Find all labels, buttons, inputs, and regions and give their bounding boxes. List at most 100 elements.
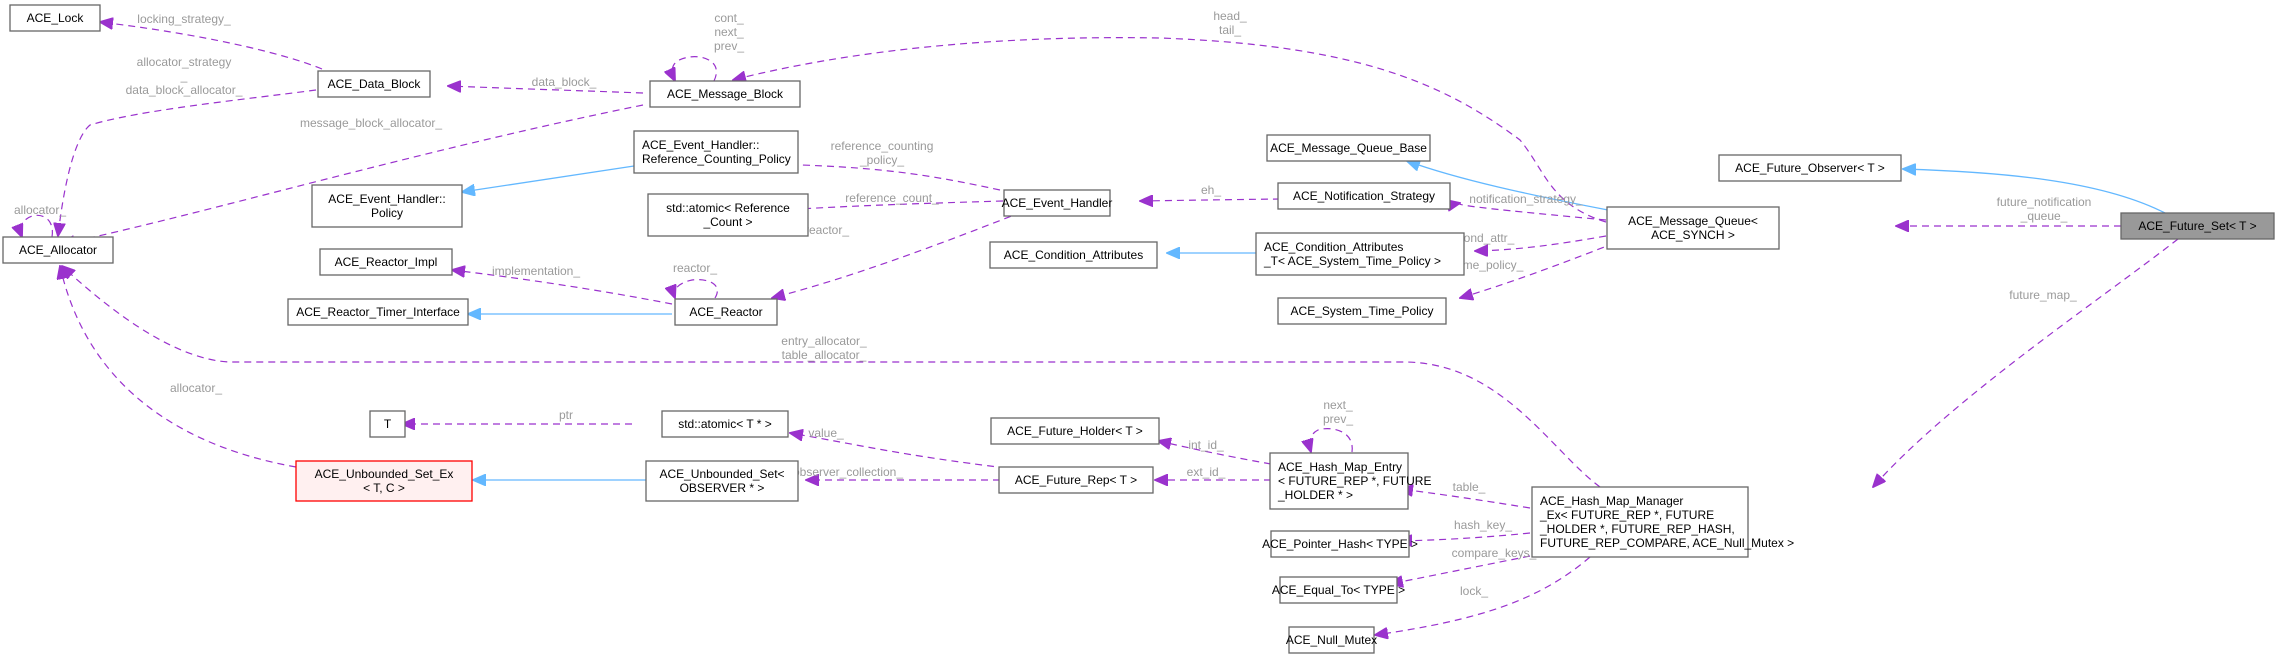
edge-label-lock: lock_	[1460, 584, 1488, 598]
edge-label-hash-entry-self: next_	[1323, 398, 1353, 412]
node-ace-hash-map-entry[interactable]: ACE_Hash_Map_Entry< FUTURE_REP *, FUTURE…	[1269, 452, 1431, 510]
node-box[interactable]	[661, 410, 789, 438]
node-box[interactable]	[649, 80, 801, 108]
node-ace-null-mutex[interactable]: ACE_Null_Mutex	[1286, 626, 1377, 654]
node-ace-allocator[interactable]: ACE_Allocator	[2, 236, 114, 264]
edge-label-ext-id: ext_id_	[1187, 465, 1226, 479]
edge-label-value: value_	[808, 426, 844, 440]
edge-lock	[1375, 556, 1591, 635]
edge-inherit-future-observer	[1903, 169, 2166, 214]
node-box[interactable]	[989, 241, 1158, 269]
node-ace-future-set[interactable]: ACE_Future_Set< T >	[2120, 212, 2275, 240]
node-box[interactable]	[1255, 232, 1465, 276]
edge-locking-strategy	[100, 22, 323, 70]
node-box[interactable]	[998, 466, 1154, 494]
node-ace-eh-policy[interactable]: ACE_Event_Handler::Policy	[311, 184, 463, 228]
node-ace-message-queue-base[interactable]: ACE_Message_Queue_Base	[1266, 134, 1431, 162]
node-ace-future-observer[interactable]: ACE_Future_Observer< T >	[1718, 154, 1902, 182]
edge-label-allocator-unbounded: allocator_	[170, 381, 222, 395]
node-ace-data-block[interactable]: ACE_Data_Block	[317, 70, 431, 98]
edge-reactor-from-eh	[772, 211, 1023, 298]
node-label: std::atomic< Reference	[666, 201, 790, 215]
edge-cond-attr	[1475, 235, 1607, 251]
node-box[interactable]	[633, 130, 799, 174]
node-box[interactable]	[2, 236, 114, 264]
node-box[interactable]	[990, 417, 1160, 445]
node-box[interactable]	[1269, 452, 1409, 510]
edge-label-allocator-strategy: data_block_allocator_	[126, 83, 243, 97]
edge-message-block-allocator	[62, 104, 644, 244]
node-box[interactable]	[1718, 154, 1902, 182]
node-box[interactable]	[9, 4, 101, 32]
node-label: ACE_Future_Observer< T >	[1735, 161, 1885, 175]
node-label: Reference_Counting_Policy	[642, 152, 791, 166]
node-box[interactable]	[1277, 297, 1447, 325]
node-box[interactable]	[369, 410, 406, 438]
node-label: _HOLDER *, FUTURE_REP_HASH,	[1539, 522, 1735, 536]
node-ace-future-holder[interactable]: ACE_Future_Holder< T >	[990, 417, 1160, 445]
node-box[interactable]	[1531, 486, 1749, 558]
edge-label-allocator-strategy: _	[180, 69, 188, 83]
node-label: ACE_Reactor_Impl	[335, 255, 438, 269]
edge-label-allocator-strategy: allocator_strategy	[137, 55, 232, 69]
node-ace-condition-attributes-t[interactable]: ACE_Condition_Attributes_T< ACE_System_T…	[1255, 232, 1465, 276]
node-box[interactable]	[1277, 182, 1451, 210]
node-box[interactable]	[319, 248, 453, 276]
node-label: _HOLDER * >	[1277, 488, 1353, 502]
node-ace-hash-map-manager[interactable]: ACE_Hash_Map_Manager_Ex< FUTURE_REP *, F…	[1531, 486, 1794, 558]
edge-eh	[1140, 199, 1281, 201]
node-ace-lock[interactable]: ACE_Lock	[9, 4, 101, 32]
edge-data-block	[448, 86, 644, 94]
node-label: ACE_Lock	[27, 11, 85, 25]
edge-label-future-notification-queue: _queue_	[2020, 209, 2068, 223]
node-box[interactable]	[1279, 576, 1398, 604]
node-ace-unbounded-set-observer[interactable]: ACE_Unbounded_Set<OBSERVER * >	[645, 460, 799, 502]
node-ace-reactor-timer-interface[interactable]: ACE_Reactor_Timer_Interface	[287, 298, 469, 326]
node-box[interactable]	[1270, 530, 1410, 558]
node-ace-system-time-policy[interactable]: ACE_System_Time_Policy	[1277, 297, 1447, 325]
node-box[interactable]	[1266, 134, 1431, 162]
node-t[interactable]: T	[369, 410, 406, 438]
node-label: ACE_Message_Queue<	[1628, 214, 1758, 228]
node-box[interactable]	[1288, 626, 1375, 654]
node-box[interactable]	[317, 70, 431, 98]
edge-label-int-id: int_id_	[1188, 438, 1224, 452]
node-label: ACE_Message_Block	[667, 87, 784, 101]
node-ace-eh-refcount-policy[interactable]: ACE_Event_Handler::Reference_Counting_Po…	[633, 130, 799, 174]
node-ace-equal-to[interactable]: ACE_Equal_To< TYPE >	[1272, 576, 1405, 604]
edge-label-message-block-allocator: message_block_allocator_	[300, 116, 442, 130]
node-box[interactable]	[295, 460, 473, 502]
edge-label-hash-key: hash_key_	[1454, 518, 1512, 532]
edge-label-future-map: future_map_	[2009, 288, 2077, 302]
node-ace-event-handler[interactable]: ACE_Event_Handler	[1002, 189, 1113, 217]
node-ace-reactor-impl[interactable]: ACE_Reactor_Impl	[319, 248, 453, 276]
node-box[interactable]	[311, 184, 463, 228]
node-ace-unbounded-set-ex[interactable]: ACE_Unbounded_Set_Ex< T, C >	[295, 460, 473, 502]
node-ace-future-rep[interactable]: ACE_Future_Rep< T >	[998, 466, 1154, 494]
node-box[interactable]	[1003, 189, 1111, 217]
node-ace-message-block[interactable]: ACE_Message_Block	[649, 80, 801, 108]
edge-allocator-unbounded	[60, 266, 297, 468]
node-box[interactable]	[645, 460, 799, 502]
node-ace-pointer-hash[interactable]: ACE_Pointer_Hash< TYPE >	[1262, 530, 1418, 558]
node-label: ACE_Message_Queue_Base	[1270, 141, 1427, 155]
node-ace-reactor[interactable]: ACE_Reactor	[674, 298, 778, 326]
edge-label-reference-counting-policy: reference_counting	[831, 139, 934, 153]
node-label: ACE_SYNCH >	[1651, 228, 1735, 242]
node-box[interactable]	[647, 193, 809, 237]
node-ace-notification-strategy[interactable]: ACE_Notification_Strategy	[1277, 182, 1451, 210]
edge-time-policy	[1460, 242, 1616, 298]
node-box[interactable]	[1606, 206, 1780, 250]
node-box[interactable]	[674, 298, 778, 326]
node-std-atomic-refcount[interactable]: std::atomic< Reference_Count >	[647, 193, 809, 237]
node-box[interactable]	[287, 298, 469, 326]
edge-reference-count	[754, 200, 1004, 212]
edge-label-compare-keys: compare_keys_	[1452, 546, 1537, 560]
node-std-atomic-tptr[interactable]: std::atomic< T * >	[661, 410, 789, 438]
node-box[interactable]	[2120, 212, 2275, 240]
node-label: ACE_Future_Set< T >	[2138, 219, 2256, 233]
node-ace-condition-attributes[interactable]: ACE_Condition_Attributes	[989, 241, 1158, 269]
node-label: ACE_Future_Holder< T >	[1007, 424, 1143, 438]
node-ace-message-queue[interactable]: ACE_Message_Queue<ACE_SYNCH >	[1606, 206, 1780, 250]
